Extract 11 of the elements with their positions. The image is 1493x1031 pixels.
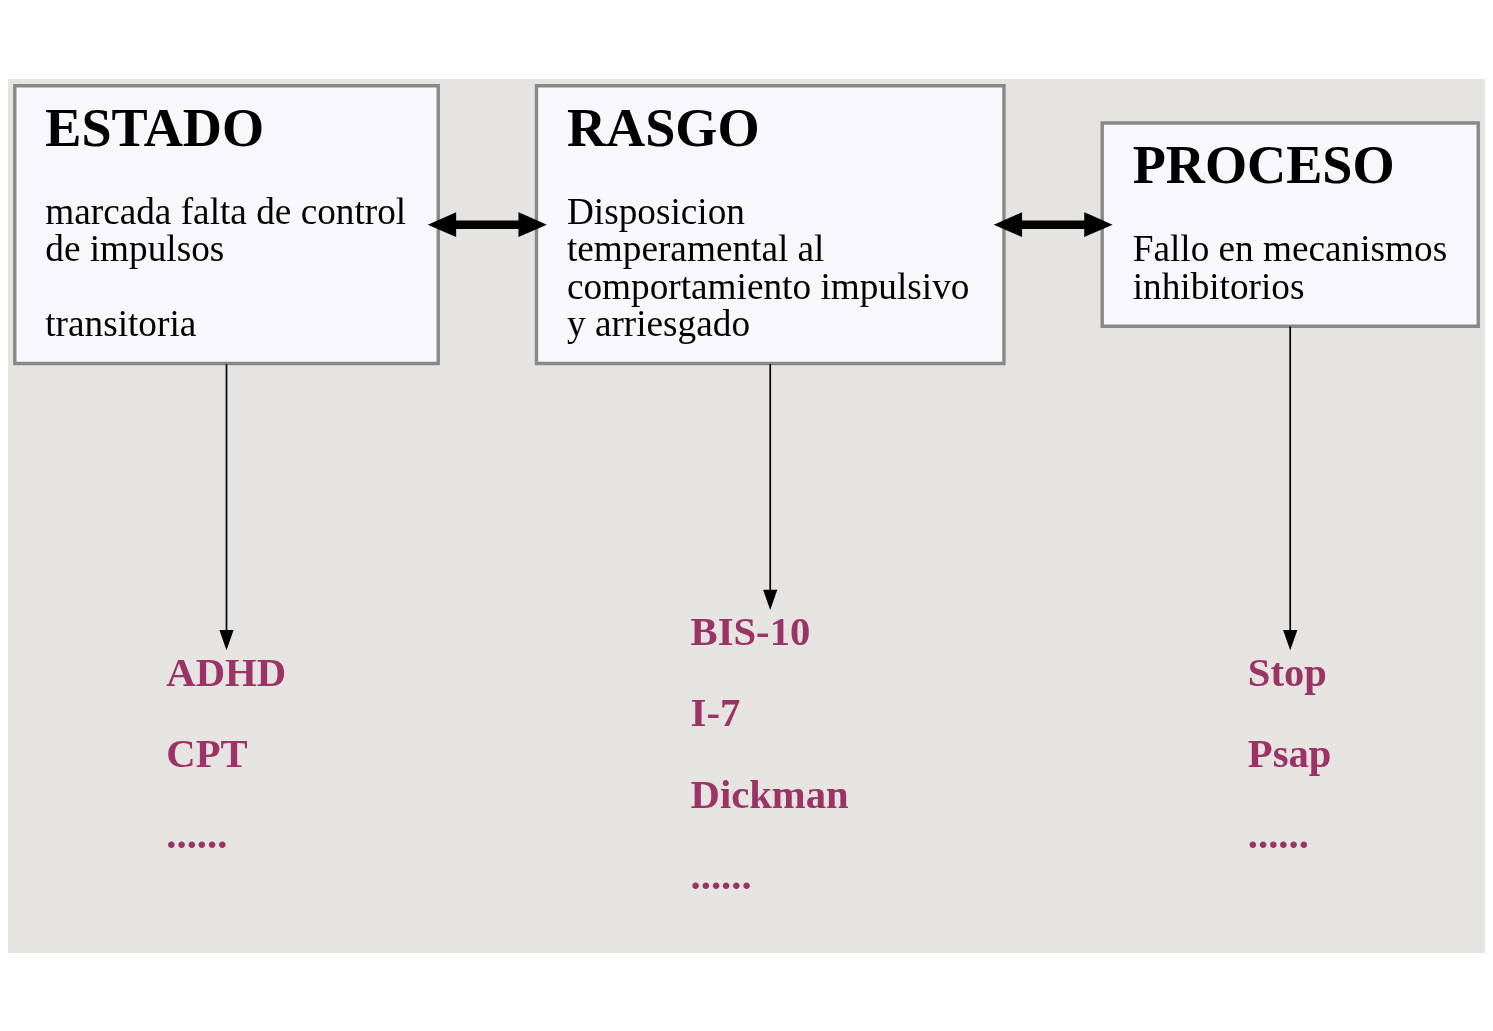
node-text: Stop Psap ...... <box>1247 649 1332 857</box>
arrow <box>1283 325 1298 650</box>
arrow <box>993 211 1113 237</box>
node-box: RASGO Disposicion temperamental al comportamiento impulsivo y arriesgado <box>534 83 1006 365</box>
node-box: PROCESO Fallo en mecanismos inhibitorios <box>1100 120 1480 328</box>
node-box: ESTADO marcada falta de control de impulsos transitoria <box>13 83 440 365</box>
node-text: BIS-10 I-7 Dickman ...... <box>690 608 849 898</box>
arrow <box>427 211 547 237</box>
node-text: ADHD CPT ...... <box>166 649 287 857</box>
arrow <box>763 362 778 610</box>
arrow <box>219 362 234 650</box>
